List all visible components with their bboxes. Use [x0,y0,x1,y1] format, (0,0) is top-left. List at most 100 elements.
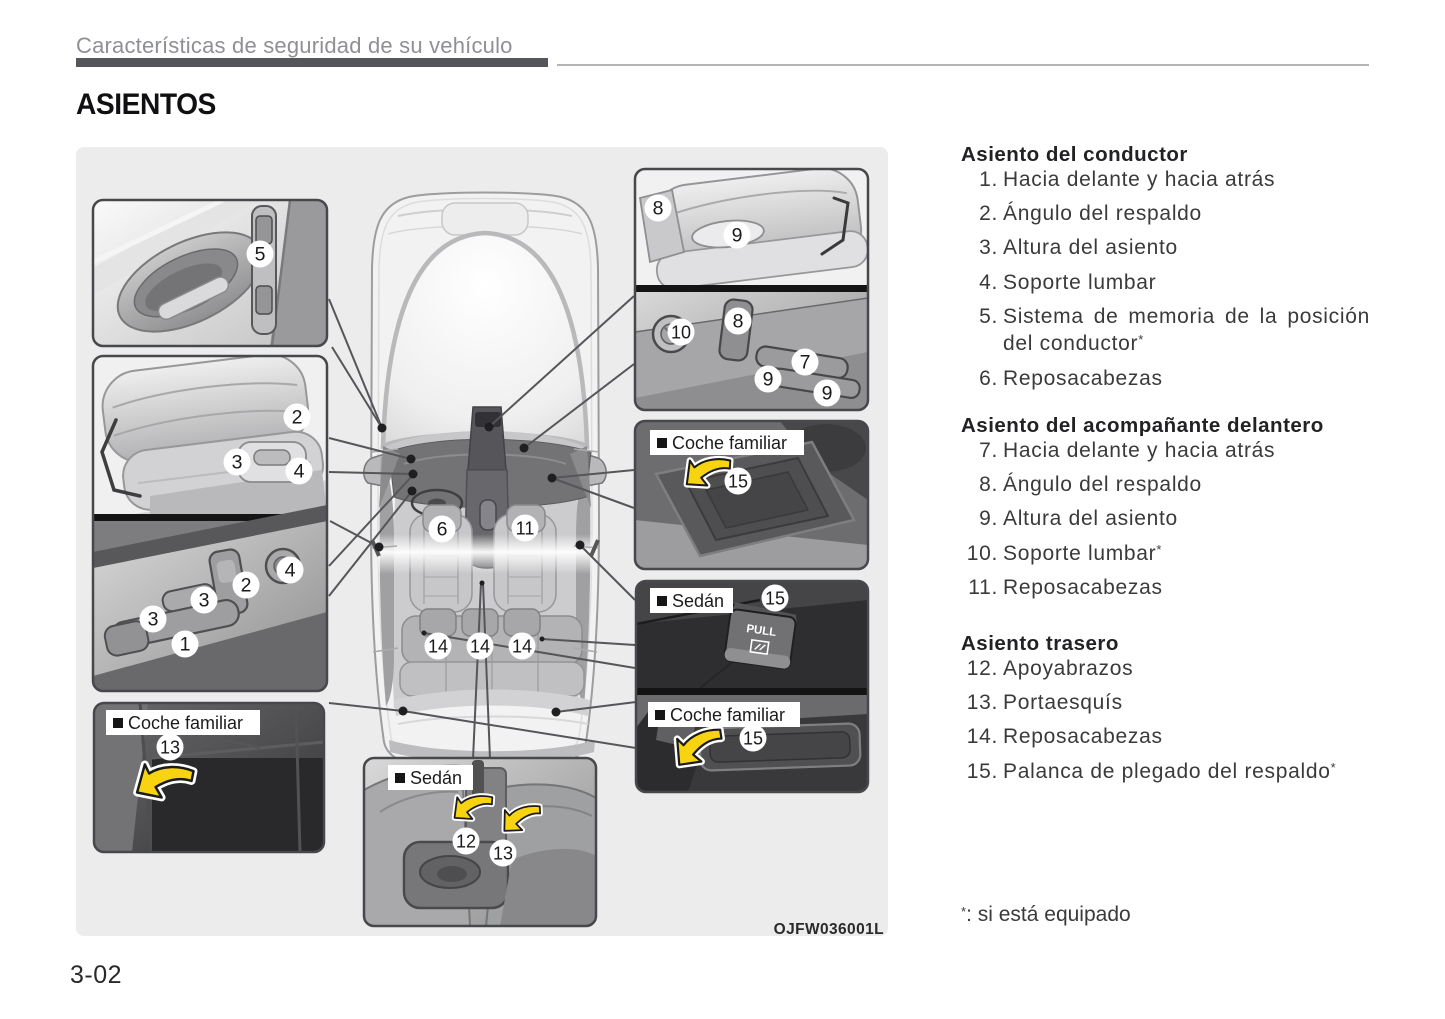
badge-13: 13 [489,839,517,867]
svg-text:13: 13 [160,738,180,758]
svg-text:1: 1 [180,634,191,656]
badge-8: 8 [644,194,672,222]
list-item: 1.Hacia delante y hacia atrás [961,162,1370,196]
panel-seatback-walkin [635,421,868,569]
section-heading: Asiento trasero [961,632,1119,655]
header-rule [557,64,1369,66]
svg-text:3: 3 [148,609,159,631]
square-bullet-icon [657,596,667,606]
badge-9: 9 [754,365,782,393]
badge-15: 15 [761,584,789,612]
seat-diagram-figure: PULL Coche familiar Coche familiar Sedán… [76,147,888,938]
section-heading: Asiento del conductor [961,143,1188,166]
badge-1: 1 [171,630,199,658]
item-number: 5. [979,305,998,329]
item-text: Altura del asiento [1003,236,1178,260]
item-text: Ángulo del respaldo [1003,473,1202,497]
pull-tag-label: PULL [746,623,777,639]
svg-text:6: 6 [437,519,448,541]
item-number: 3. [979,236,998,260]
label-sedan-1: Sedán [650,588,733,613]
list-item: 10.Soporte lumbar* [961,536,1370,570]
list-item: 2.Ángulo del respaldo [961,196,1370,230]
item-number: 11. [968,576,998,600]
image-code: OJFW036001L [774,921,884,936]
list-item: 4.Soporte lumbar [961,265,1370,299]
badge-2: 2 [232,571,260,599]
svg-text:14: 14 [512,637,532,657]
square-bullet-icon [113,718,123,728]
item-text: Apoyabrazos [1003,656,1134,680]
numbered-list: 1.Hacia delante y hacia atrás 2.Ángulo d… [961,162,1370,395]
car-top-view [363,191,607,773]
item-number: 9. [979,507,998,531]
svg-text:11: 11 [516,519,535,539]
svg-text:2: 2 [241,575,252,597]
svg-text:10: 10 [671,323,691,343]
list-item: 8.Ángulo del respaldo [961,467,1370,501]
svg-text:4: 4 [285,560,296,582]
svg-text:9: 9 [732,225,743,247]
badge-12: 12 [452,827,480,855]
svg-text:7: 7 [800,352,811,374]
item-text: Soporte lumbar* [1003,541,1163,565]
numbered-list: 7.Hacia delante y hacia atrás 8.Ángulo d… [961,433,1370,605]
svg-text:8: 8 [733,311,744,333]
footnote: *: si está equipado [961,903,1131,926]
page-title: ASIENTOS [76,88,216,121]
badge-4: 4 [285,457,313,485]
item-text: Reposacabezas [1003,366,1163,390]
label-sedan-2: Sedán [388,765,473,790]
badge-4: 4 [276,556,304,584]
svg-text:Coche familiar: Coche familiar [672,433,787,453]
item-number: 15. [966,759,998,783]
item-text: Palanca de plegado del respaldo* [1003,759,1337,783]
svg-text:4: 4 [294,461,305,483]
badge-7: 7 [791,348,819,376]
list-item: 3.Altura del asiento [961,231,1370,265]
label-family-car-1: Coche familiar [106,710,260,735]
item-number: 6. [979,366,998,390]
panel-pull-strap-and-lever: PULL [636,581,868,792]
item-number: 8. [979,473,998,497]
section-heading: Asiento del acompañante delantero [961,414,1324,437]
item-text: Altura del asiento [1003,507,1178,531]
svg-text:Coche familiar: Coche familiar [670,705,785,725]
svg-text:9: 9 [763,369,774,391]
item-text: Ángulo del respaldo [1003,202,1202,226]
list-item: 11.Reposacabezas [961,571,1370,605]
svg-text:Sedán: Sedán [410,768,462,788]
panel-seat-side-and-controls [93,356,327,691]
item-text: Hacia delante y hacia atrás [1003,438,1276,462]
badge-8: 8 [724,307,752,335]
item-text: Sistema de memoria de la posición del co… [1003,305,1370,356]
badge-15: 15 [724,467,752,495]
item-number: 13. [966,691,998,715]
badge-13: 13 [156,733,184,761]
item-number: 14. [966,725,998,749]
badge-15: 15 [739,724,767,752]
svg-text:12: 12 [456,832,476,852]
svg-text:15: 15 [743,729,763,749]
breadcrumb-underline-bar [76,58,548,67]
badge-3: 3 [223,448,251,476]
svg-text:9: 9 [822,383,833,405]
svg-text:15: 15 [765,589,785,609]
badge-9: 9 [723,221,751,249]
callout-dots [374,422,585,717]
item-number: 4. [979,270,998,294]
svg-text:14: 14 [470,637,490,657]
badge-5: 5 [246,240,274,268]
asterisk-note: * [1156,541,1163,557]
badge-10: 10 [667,318,695,346]
badge-2: 2 [283,403,311,431]
page-number: 3-02 [70,961,123,989]
badge-14: 14 [424,632,452,660]
badge-9: 9 [813,379,841,407]
badge-14: 14 [508,632,536,660]
list-item: 7.Hacia delante y hacia atrás [961,433,1370,467]
item-number: 10. [966,541,998,565]
badge-3: 3 [139,605,167,633]
item-text: Soporte lumbar [1003,270,1157,294]
svg-text:5: 5 [255,244,266,266]
